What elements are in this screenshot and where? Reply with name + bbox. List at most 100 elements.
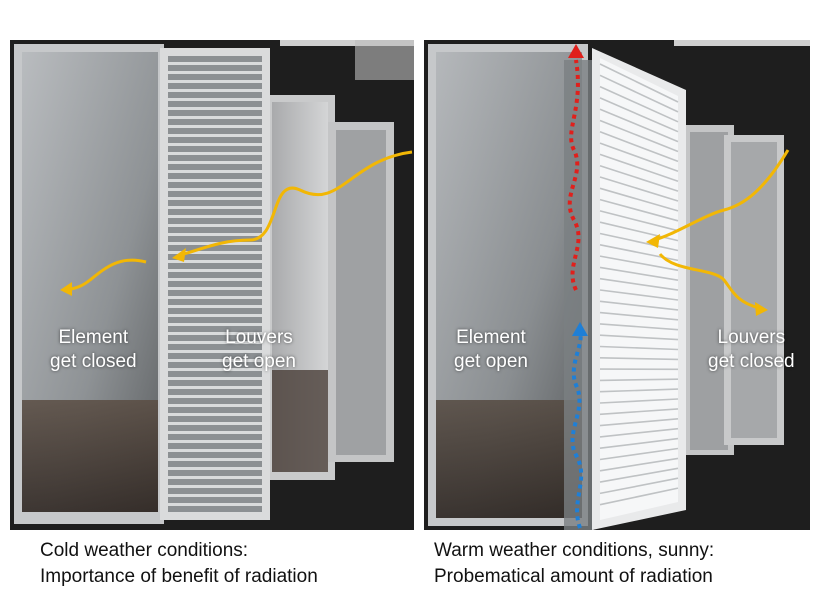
louver-slat [168, 332, 262, 335]
louver-slat [168, 431, 262, 434]
caption-line2: Probematical amount of radiation [434, 566, 713, 587]
louver-slat [168, 341, 262, 344]
sun-ray-path [653, 149, 790, 242]
louver-slat [599, 447, 679, 461]
element-label-line1: Element [58, 327, 129, 348]
louver-slat [599, 477, 679, 495]
louver-slat [599, 427, 679, 438]
louver-slat [599, 210, 679, 232]
louver-shutter-field [600, 58, 678, 520]
louver-slat [599, 153, 679, 182]
louver-slat [599, 437, 679, 449]
louver-slat [599, 388, 679, 393]
louver-slat [599, 311, 679, 321]
louver-slat [599, 277, 679, 291]
reflected-ray-arrowhead [755, 302, 768, 316]
louver-slat [168, 98, 262, 101]
warm-air-arrowhead [568, 44, 584, 58]
louver-slat [599, 266, 679, 281]
opened-element-frame [564, 60, 594, 530]
louver-slats [168, 62, 262, 506]
louver-slat [168, 305, 262, 308]
louver-slat [168, 503, 262, 506]
louver-slat [599, 255, 679, 272]
louver-slat [168, 404, 262, 407]
transmitted-ray-path [67, 258, 147, 292]
louver-slat [599, 378, 679, 382]
louver-slat [168, 422, 262, 425]
louver-slat [168, 215, 262, 218]
sun-ray-path [179, 150, 413, 257]
cold-weather-caption: Cold weather conditions: Importance of b… [40, 538, 318, 590]
room-floor [22, 400, 158, 512]
caption-line1: Cold weather conditions: [40, 540, 249, 561]
louver-slat [599, 164, 679, 192]
louver-slat [168, 485, 262, 488]
louver-slat [599, 187, 679, 212]
louver-slat [168, 440, 262, 443]
louver-slat [168, 125, 262, 128]
louver-slat [168, 269, 262, 272]
louver-slat [599, 289, 679, 301]
louver-slat [599, 357, 679, 361]
louver-slats [599, 63, 679, 506]
louver-slat [168, 62, 262, 65]
louver-slat [599, 142, 679, 173]
element-label-line2: get open [454, 351, 528, 372]
louver-slat [599, 232, 679, 252]
louver-slat [168, 323, 262, 326]
louver-slat [168, 71, 262, 74]
louver-slat [599, 85, 679, 123]
louver-slat [599, 108, 679, 143]
cool-air-arrowhead [572, 322, 588, 336]
louvers-label-line2: get closed [708, 351, 795, 372]
louver-slat [168, 368, 262, 371]
upper-window-edge [674, 40, 810, 46]
louver-slat [599, 487, 679, 506]
louver-slat [168, 134, 262, 137]
louvers-label-line2: get open [222, 351, 296, 372]
louver-slat [168, 350, 262, 353]
louver-slat [168, 413, 262, 416]
louver-slat [168, 161, 262, 164]
upper-window-edge [280, 40, 414, 46]
louver-slat [599, 408, 679, 416]
louver-slat [168, 152, 262, 155]
cool-air-path [570, 331, 584, 529]
louver-shutter-field [168, 56, 262, 512]
caption-line2: Importance of benefit of radiation [40, 566, 318, 587]
element-label-line1: Element [456, 327, 526, 348]
warm-weather-caption: Warm weather conditions, sunny: Probemat… [434, 538, 714, 590]
louver-slat [599, 119, 679, 153]
cold-weather-panel: Element get closed Louvers get open [10, 40, 414, 530]
louver-slat [599, 418, 679, 427]
reflected-ray-path [658, 252, 760, 310]
louver-slat [168, 260, 262, 263]
cold-weather-illustration [10, 40, 414, 530]
upper-window [355, 40, 414, 80]
louver-slat [599, 198, 679, 222]
louver-slat [168, 206, 262, 209]
louver-slat [168, 377, 262, 380]
louver-slat [168, 458, 262, 461]
louver-slat [599, 345, 679, 351]
louver-slat [168, 143, 262, 146]
louver-slat [168, 188, 262, 191]
louver-slat [168, 251, 262, 254]
louver-slat [599, 323, 679, 331]
louver-slat [168, 494, 262, 497]
louvers-closed-label: Louvers get closed [708, 326, 795, 374]
louver-slat [599, 131, 679, 163]
louver-slat [168, 386, 262, 389]
louver-slat [168, 314, 262, 317]
louver-slat [168, 296, 262, 299]
louver-slat [168, 107, 262, 110]
louver-slat [168, 170, 262, 173]
caption-line1: Warm weather conditions, sunny: [434, 540, 715, 561]
third-window-glass [731, 142, 777, 438]
louver-slat [599, 467, 679, 483]
louver-slat [599, 97, 679, 133]
louver-slat [168, 476, 262, 479]
room-floor [436, 400, 582, 518]
louver-slat [168, 287, 262, 290]
